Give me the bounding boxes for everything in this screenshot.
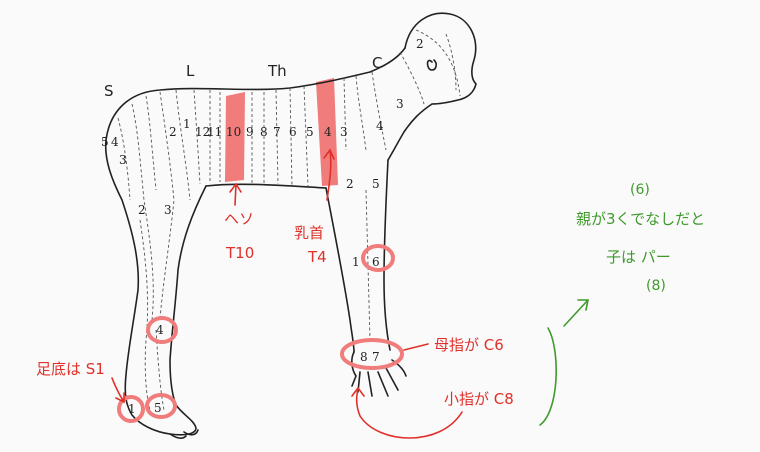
c7-c8-marker bbox=[340, 338, 404, 370]
segment-neck: 3 bbox=[396, 97, 404, 111]
t4-band bbox=[316, 78, 338, 186]
back-segment-5: 5 bbox=[306, 125, 314, 139]
back-segment-3: 3 bbox=[119, 153, 127, 167]
annotation-thumb: 母指が C6 bbox=[434, 336, 504, 354]
back-segment-4: 4 bbox=[111, 135, 119, 149]
annotation-t4: T4 bbox=[307, 248, 327, 266]
back-segment-3: 3 bbox=[340, 125, 348, 139]
segment-foot-5: 5 bbox=[154, 401, 162, 415]
t10-band bbox=[225, 92, 245, 182]
region-label-thoracic: Th bbox=[267, 62, 287, 80]
segment-foot-1: 1 bbox=[128, 402, 136, 416]
back-segment-11: 11 bbox=[207, 125, 222, 139]
region-label-sacral: S bbox=[104, 82, 114, 100]
region-label-lumbar: L bbox=[186, 62, 195, 80]
dermatome-lines bbox=[117, 29, 461, 411]
l4-marker bbox=[146, 316, 178, 344]
s1-marker bbox=[117, 395, 145, 423]
back-segment-5: 5 bbox=[101, 135, 109, 149]
annotation-little-finger: 小指が C8 bbox=[444, 390, 514, 408]
annotation-nipple: 乳首 bbox=[294, 224, 324, 242]
segment-upper-arm-left: 2 bbox=[346, 177, 354, 191]
segment-knee-4: 4 bbox=[156, 323, 164, 337]
body-outline bbox=[104, 12, 477, 439]
back-segment-4: 4 bbox=[324, 125, 332, 139]
segment-thigh-2: 2 bbox=[138, 203, 146, 217]
back-segment-8: 8 bbox=[260, 125, 268, 139]
region-label-cervical: C bbox=[372, 54, 382, 72]
segment-thigh-3: 3 bbox=[164, 203, 172, 217]
back-segment-10: 10 bbox=[226, 125, 241, 139]
annotation-t10: T10 bbox=[225, 244, 254, 262]
segment-shoulder: 4 bbox=[376, 119, 384, 133]
back-segment-6: 6 bbox=[289, 125, 297, 139]
mnemonic-line-1: (6) bbox=[630, 182, 650, 198]
segment-markers bbox=[117, 244, 404, 423]
c6-marker bbox=[361, 244, 395, 272]
back-segment-7: 7 bbox=[273, 125, 281, 139]
segment-forearm-left: 1 bbox=[352, 255, 360, 269]
segment-upper-arm-right: 5 bbox=[372, 177, 380, 191]
segment-hand-8: 8 bbox=[360, 350, 368, 364]
mnemonic-line-4: (8) bbox=[646, 278, 666, 294]
segment-hand-7: 7 bbox=[372, 350, 380, 364]
back-segment-1: 1 bbox=[183, 117, 191, 131]
annotation-navel: ヘソ bbox=[224, 210, 254, 228]
annotation-sole: 足底は S1 bbox=[36, 360, 105, 378]
annotation-arrows bbox=[111, 148, 589, 439]
back-segment-12: 12 bbox=[195, 125, 210, 139]
back-segment-2: 2 bbox=[169, 125, 177, 139]
back-segment-9: 9 bbox=[246, 125, 254, 139]
l5-marker bbox=[145, 393, 177, 419]
segment-forearm-6: 6 bbox=[372, 255, 380, 269]
segment-head: 2 bbox=[416, 37, 424, 51]
mnemonic-line-2: 親が3くでなしだと bbox=[576, 210, 705, 228]
mnemonic-line-3: 子は パー bbox=[606, 248, 671, 266]
